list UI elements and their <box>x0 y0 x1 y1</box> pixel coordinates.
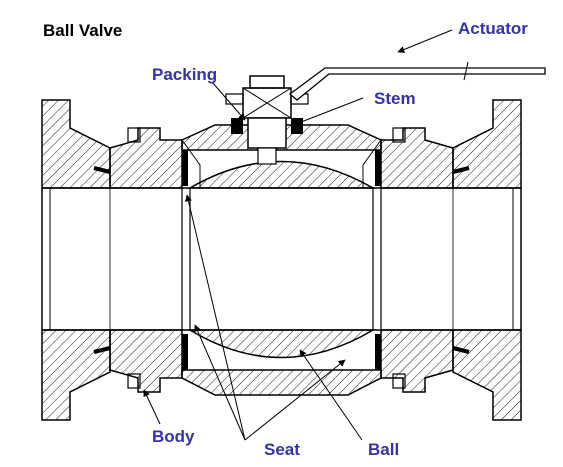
gaskets <box>93 166 470 354</box>
right-flange <box>452 99 522 421</box>
label-body: Body <box>152 427 195 446</box>
label-actuator: Actuator <box>458 19 528 38</box>
bore-lines <box>42 187 521 331</box>
bolts <box>127 127 406 389</box>
seats <box>182 150 381 370</box>
left-flange <box>41 99 111 421</box>
label-ball: Ball <box>368 440 400 459</box>
ball <box>187 160 376 359</box>
label-seat: Seat <box>264 440 300 459</box>
leader-lines <box>143 29 453 441</box>
label-packing: Packing <box>152 65 218 84</box>
actuator-handle <box>288 61 546 101</box>
diagram-title: Ball Valve <box>43 21 123 40</box>
label-stem: Stem <box>374 89 416 108</box>
